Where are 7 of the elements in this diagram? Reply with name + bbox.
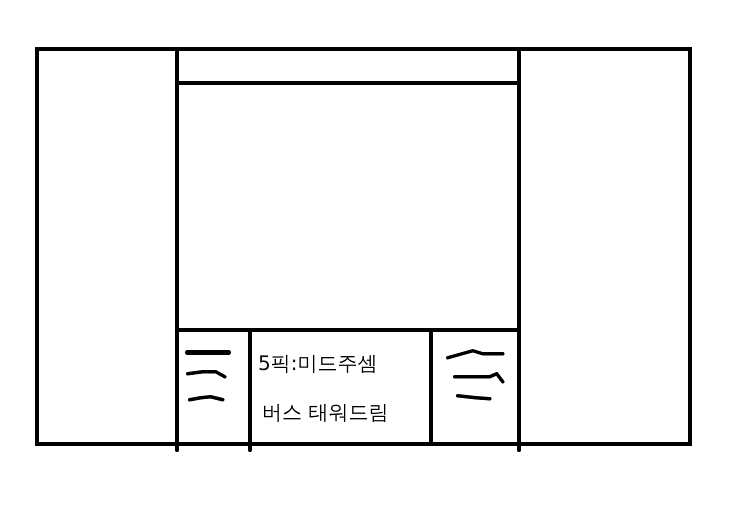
header-bar <box>179 47 517 85</box>
label-text: 버스 태워드림 <box>262 400 388 424</box>
text-panel <box>252 332 433 446</box>
scribble-panel <box>179 332 252 446</box>
side-panel <box>517 47 692 446</box>
side-panel <box>35 47 179 446</box>
label-text: 5픽:미드주셈 <box>258 351 378 375</box>
